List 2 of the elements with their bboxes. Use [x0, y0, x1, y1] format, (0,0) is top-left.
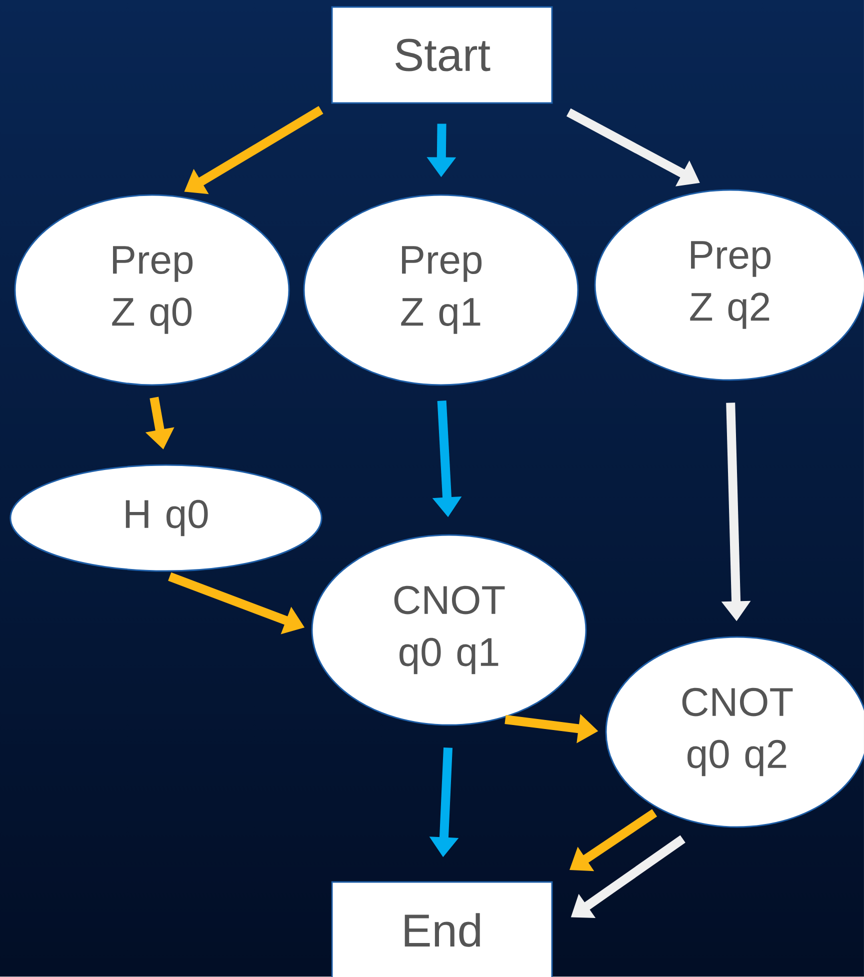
process-box: End — [331, 881, 553, 977]
process-box: Start — [331, 6, 553, 104]
